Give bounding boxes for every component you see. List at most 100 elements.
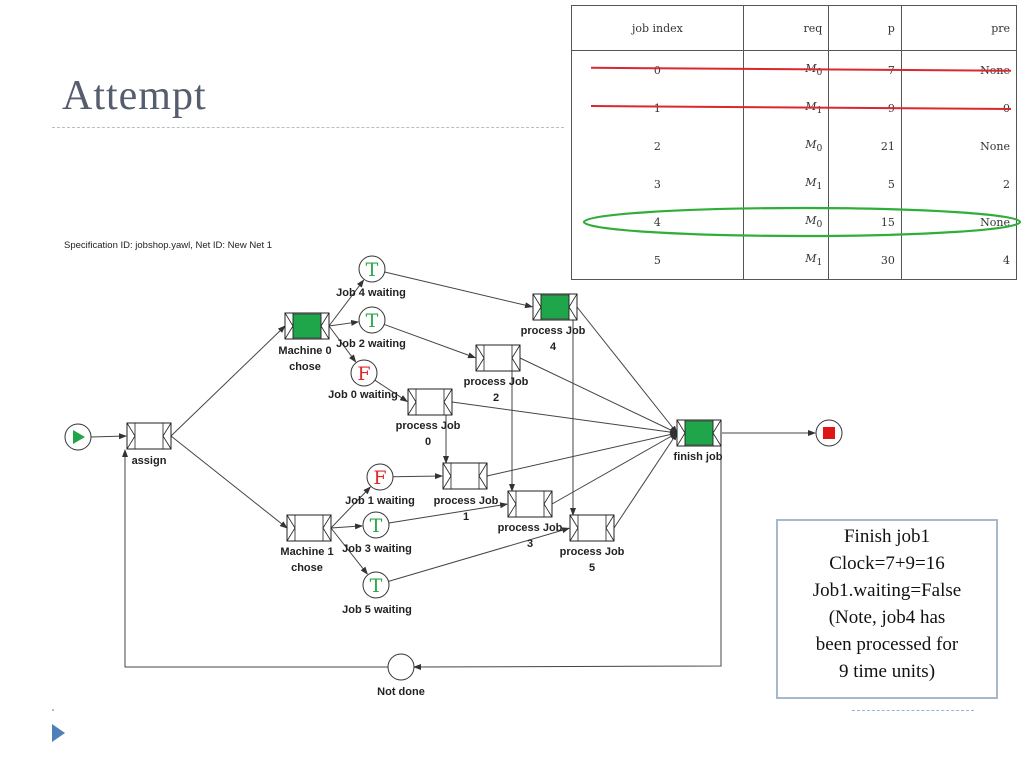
flow-arrow [392, 473, 443, 480]
token-value: T [366, 259, 379, 281]
flow-arrow [551, 432, 678, 505]
stop-icon [823, 427, 835, 439]
condition-label: Job 1 waiting [345, 495, 415, 507]
note-box: Finish job1 Clock=7+9=16 Job1.waiting=Fa… [776, 519, 998, 699]
condition-label: Job 0 waiting [328, 389, 398, 401]
note-line: Finish job1 [843, 526, 931, 547]
task-label: chose [289, 361, 321, 373]
condition-job1-waiting [366, 463, 394, 491]
flow-arrow [170, 325, 286, 437]
note-line: Job1.waiting=False [812, 580, 962, 601]
condition-job4-waiting [358, 255, 386, 283]
task-label: Machine 1 [280, 546, 333, 558]
slide-title: Attempt [62, 73, 207, 119]
note-line: Clock=7+9=16 [829, 553, 945, 574]
task-label: chose [291, 562, 323, 574]
token-value: T [370, 515, 383, 537]
task-label: process Job [464, 376, 529, 388]
task-label: finish job [674, 451, 723, 463]
table-row: 1M190 [571, 89, 1018, 127]
header-req: req [742, 5, 830, 51]
task-process5 [569, 514, 615, 542]
flow-arrow [519, 357, 678, 434]
loop-arrow [413, 446, 722, 670]
token-value: T [366, 310, 379, 332]
flow-arrow [90, 433, 127, 440]
req-machine: M [805, 175, 817, 189]
flow-arrow [384, 271, 533, 309]
note-line: (Note, job4 has [828, 607, 946, 628]
flow-arrow [374, 379, 408, 402]
condition-label: Not done [377, 686, 425, 698]
condition-label: Job 5 waiting [342, 604, 412, 616]
condition-job3-waiting [362, 511, 390, 539]
flow-arrow [170, 435, 288, 529]
req-machine-index: 0 [816, 219, 823, 231]
bullet-arrow-icon [52, 724, 65, 742]
task-label: process Job [434, 495, 499, 507]
condition-label: Job 3 waiting [342, 543, 412, 555]
flow-arrow [328, 279, 365, 327]
req-machine: M [805, 99, 817, 113]
flow-arrow [328, 325, 357, 363]
task-label: process Job [560, 546, 625, 558]
flow-arrow [451, 401, 678, 436]
task-label: 2 [493, 392, 499, 404]
condition-not-done [387, 653, 415, 681]
loop-arrow [122, 449, 388, 668]
req-machine-index: 1 [816, 105, 823, 117]
cell-req: M0 [742, 127, 830, 165]
table-header-row: job index req p pre [571, 5, 1018, 51]
task-process1 [442, 462, 488, 490]
flow-arrow [576, 306, 678, 434]
cell-job-index: 5 [571, 241, 744, 280]
req-machine-index: 0 [816, 143, 823, 155]
title-divider [52, 127, 564, 128]
cell-req: M1 [742, 241, 830, 280]
task-process4 [532, 293, 578, 321]
token-value: F [357, 363, 370, 385]
flow-arrow [384, 323, 476, 359]
task-label: 5 [589, 562, 595, 574]
spec-label: Specification ID: jobshop.yawl, Net ID: … [64, 240, 273, 251]
task-label: 4 [550, 341, 557, 353]
task-finish [676, 419, 722, 447]
strike-line [590, 105, 1012, 110]
cell-job-index: 3 [571, 165, 744, 203]
flow-arrow [388, 502, 509, 524]
header-p: p [828, 5, 902, 51]
strike-line [590, 66, 1012, 72]
task-machine1 [286, 514, 332, 542]
note-line: 9 time units) [838, 661, 936, 682]
divider-dot [52, 709, 54, 711]
bottom-divider [852, 710, 974, 711]
cell-pre: 4 [900, 241, 1018, 280]
task-label: Machine 0 [278, 345, 331, 357]
task-process3 [507, 490, 553, 518]
note-line: been processed for [815, 634, 959, 655]
cell-job-index: 1 [571, 89, 744, 127]
req-machine: M [805, 137, 817, 151]
condition-job0-waiting [350, 359, 378, 387]
task-process2 [475, 344, 521, 372]
header-pre: pre [900, 5, 1018, 51]
condition-label: Job 2 waiting [336, 338, 406, 350]
task-label: process Job [521, 325, 586, 337]
req-machine-index: 1 [816, 257, 823, 269]
task-label: assign [132, 455, 167, 467]
cell-req: M1 [742, 165, 830, 203]
condition-job2-waiting [358, 306, 386, 334]
cell-p: 21 [828, 127, 902, 165]
condition-job5-waiting [362, 571, 390, 599]
token-value: T [370, 575, 383, 597]
req-machine-index: 1 [816, 181, 823, 193]
cell-pre: None [900, 127, 1018, 165]
flow-arrow [388, 527, 570, 582]
flow-arrow [330, 523, 364, 530]
task-label: process Job [396, 420, 461, 432]
task-assign [126, 422, 172, 450]
